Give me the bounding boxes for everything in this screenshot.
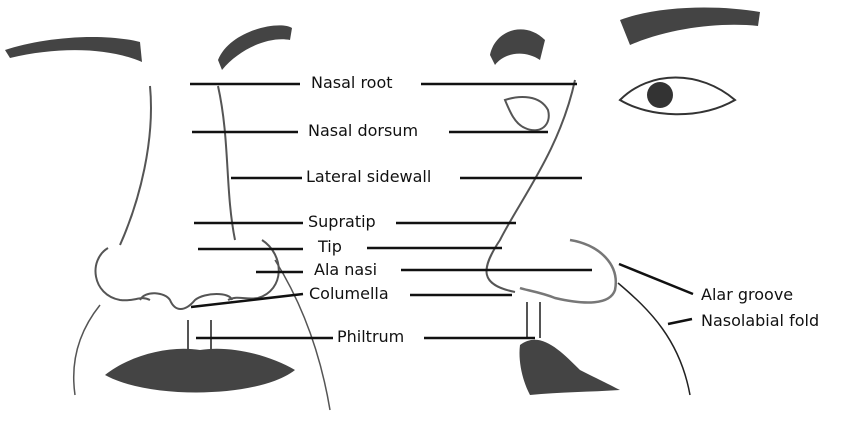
lateral-lip [519,339,620,395]
frontal-lips [105,348,295,393]
left-eyebrow [5,36,142,62]
label-philtrum: Philtrum [337,327,405,346]
label-nasal-root: Nasal root [311,73,393,92]
nasolabial-fold-curve [617,282,691,396]
lateral-ala [519,238,618,304]
label-tip: Tip [318,237,342,256]
face-left-contour [73,304,101,396]
label-nasolabial-fold: Nasolabial fold [701,311,820,330]
right-side-eyebrow [620,7,760,45]
face-right-contour [274,259,331,411]
nose-right-outline [217,85,236,241]
nose-left-ala [94,247,151,302]
label-columella: Columella [309,284,389,303]
nose-left-outline [119,85,152,246]
label-lateral-sidewall: Lateral sidewall [306,167,432,186]
nostrils [139,292,233,310]
label-supratip: Supratip [308,212,376,231]
label-alar-groove: Alar groove [701,285,794,304]
lateral-dorsum [485,79,576,293]
right-side-eye [618,76,737,116]
lateral-eyebrow [490,29,545,65]
lateral-eye [503,96,550,132]
label-nasal-dorsum: Nasal dorsum [308,121,419,140]
label-ala-nasi: Ala nasi [314,260,378,279]
right-eyebrow [218,25,292,70]
